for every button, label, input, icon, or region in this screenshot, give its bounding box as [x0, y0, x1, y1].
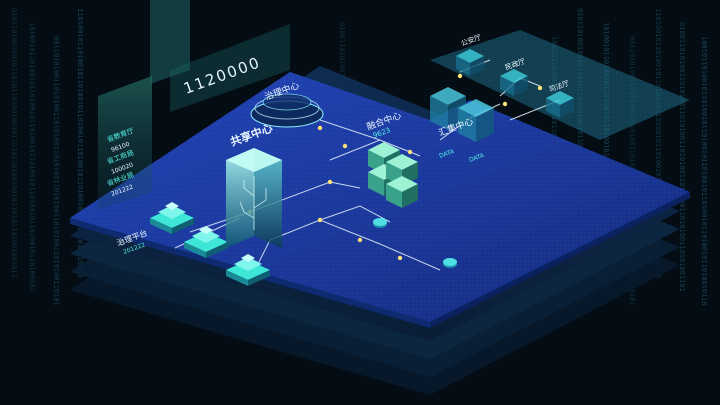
node-dot — [342, 143, 348, 149]
governance-center-dome — [250, 93, 324, 128]
binary-column: 1001011010010110100101101001011010010110… — [700, 36, 708, 306]
binary-column: 0100110101001101010011010100110101001101… — [678, 22, 686, 292]
big-number-panel — [170, 24, 290, 112]
connection-nodes — [247, 73, 543, 261]
node-dot — [407, 149, 413, 155]
binary-column: 1010010110100101101001011010010110100101… — [28, 22, 36, 292]
binary-column: 0011010100110101001101010011010100110101… — [52, 36, 60, 306]
agency-panel — [430, 30, 690, 140]
node-dot — [397, 255, 403, 261]
stepped-blocks — [150, 202, 270, 286]
node-dot — [357, 237, 363, 243]
aggregation-center-cubes — [430, 87, 494, 142]
department-panel — [98, 0, 190, 210]
stacked-block — [226, 254, 270, 286]
stacked-block — [184, 226, 228, 258]
shared-center-tower — [226, 148, 282, 248]
round-pads — [373, 218, 457, 268]
node-dot — [327, 179, 333, 185]
agency-cubes — [456, 49, 574, 118]
node-dot — [457, 73, 463, 79]
node-dot — [502, 101, 508, 107]
fusion-center-cubes — [368, 142, 418, 208]
node-dot — [537, 85, 543, 91]
node-dot — [317, 217, 323, 223]
binary-column: 1101001011010010110100101101001011010010… — [654, 8, 662, 278]
binary-column: 0101101001001011010110100100101101011010… — [576, 8, 584, 278]
binary-column: 0101101001001011010110100100101101011010… — [10, 8, 18, 278]
binary-column: 1101001011010010110100101101001011010010… — [76, 8, 84, 278]
node-dot — [317, 125, 323, 131]
stacked-block — [150, 202, 194, 234]
binary-column: 1010010110100101101001011010010110100101… — [602, 22, 610, 292]
